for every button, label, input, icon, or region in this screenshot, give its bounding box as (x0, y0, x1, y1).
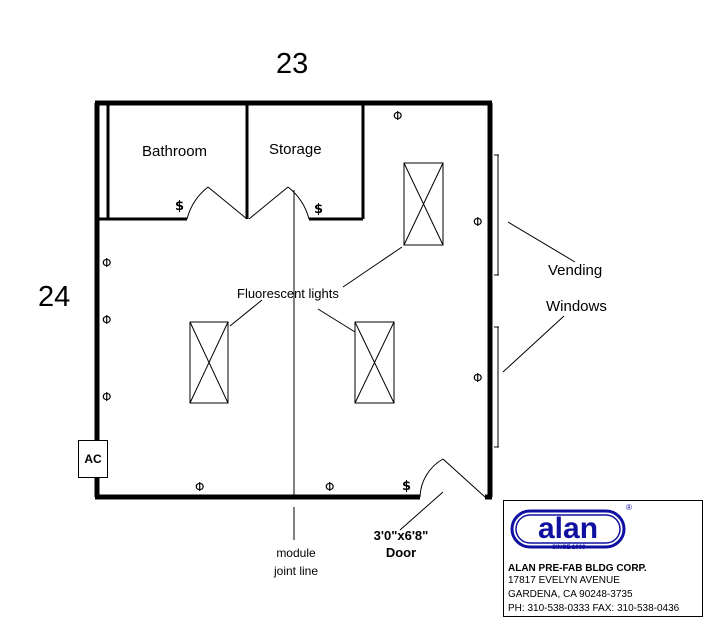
company-city: GARDENA, CA 90248-3735 (508, 589, 633, 600)
door-name-label: Door (385, 545, 417, 560)
module-joint-label: module joint line (268, 544, 324, 580)
leader-lights-to-center (317, 308, 356, 333)
bathroom-door-swing (186, 186, 209, 220)
switch-icon: $ (175, 199, 185, 214)
exterior-door-swing (419, 458, 444, 498)
fluorescent-lights-label: Fluorescent lights (237, 286, 339, 301)
exterior-door-leaf (442, 458, 486, 498)
module-joint-label-line2: joint line (273, 564, 319, 578)
light-fixture-left (189, 321, 229, 404)
company-phone-fax: PH: 310-538-0333 FAX: 310-538-0436 (508, 603, 680, 614)
logo-since: SINCE 1966 (552, 545, 586, 551)
leader-windows (502, 315, 565, 373)
outlet-icon: Φ (102, 313, 112, 327)
door-label: 3'0"x6'8" Door (364, 527, 438, 561)
leader-lights-to-right-top (342, 246, 403, 288)
outlet-icon: Φ (102, 256, 112, 270)
outlet-icon: Φ (102, 390, 112, 404)
depth-dimension: 24 (38, 281, 71, 313)
outlet-icon: Φ (325, 480, 335, 494)
logo-text: alan (538, 512, 598, 545)
module-joint-label-line1: module (276, 546, 316, 560)
company-name: ALAN PRE-FAB BLDG CORP. (508, 563, 647, 574)
outlet-icon: Φ (473, 215, 483, 229)
outlet-icon: Φ (195, 480, 205, 494)
registered-mark: ® (626, 503, 632, 512)
room-label-bathroom: Bathroom (142, 143, 208, 160)
storage-door-swing (287, 186, 310, 220)
switch-icon: $ (314, 202, 324, 217)
leader-lights-to-left (229, 299, 263, 327)
leader-door (399, 491, 444, 531)
ac-label: AC (84, 452, 102, 466)
ac-unit: AC (78, 440, 108, 478)
windows-label: Windows (546, 298, 607, 315)
leader-vending (507, 221, 576, 263)
outlet-icon: Φ (473, 371, 483, 385)
light-fixture-center (354, 321, 395, 404)
switch-icon: $ (402, 479, 412, 494)
room-label-storage: Storage (269, 141, 322, 158)
outlet-icon: Φ (393, 109, 403, 123)
alan-logo: alan (510, 509, 626, 549)
storage-door-leaf (248, 186, 289, 220)
vending-label: Vending (548, 262, 603, 279)
title-block: alan SINCE 1966 ® ALAN PRE-FAB BLDG CORP… (503, 500, 703, 617)
light-fixture-right-top (403, 162, 444, 246)
bathroom-door-leaf (207, 186, 248, 220)
width-dimension: 23 (276, 48, 309, 80)
door-size-label: 3'0"x6'8" (373, 528, 429, 543)
company-street: 17817 EVELYN AVENUE (508, 575, 620, 586)
